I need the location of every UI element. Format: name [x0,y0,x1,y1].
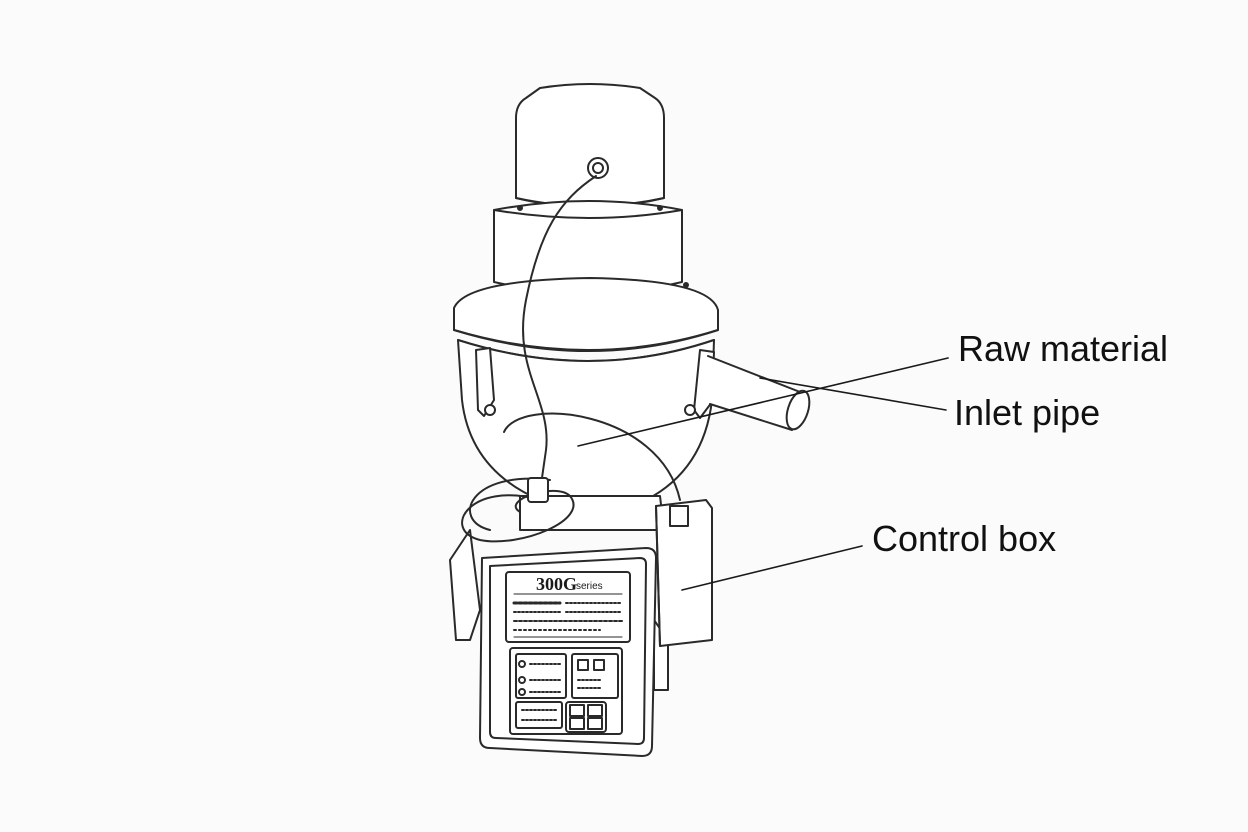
power-cable [461,175,681,543]
filter-housing [493,200,689,303]
callout-leaders [577,357,949,591]
leader-raw-material [577,357,949,447]
front-panel-housing [479,547,657,757]
hopper-body [457,339,715,501]
motor-cap [515,83,665,208]
label-control-box: Control box [872,518,1057,559]
inlet-pipe [707,355,811,431]
control-box [655,499,713,647]
panel-model: 300G [536,574,577,594]
label-raw-material: Raw material [958,328,1169,369]
label-inlet-pipe: Inlet pipe [954,392,1101,433]
leader-control-box [681,545,863,591]
panel-series: series [576,581,603,592]
lid-flange [453,277,719,362]
leader-inlet-pipe [759,377,947,411]
